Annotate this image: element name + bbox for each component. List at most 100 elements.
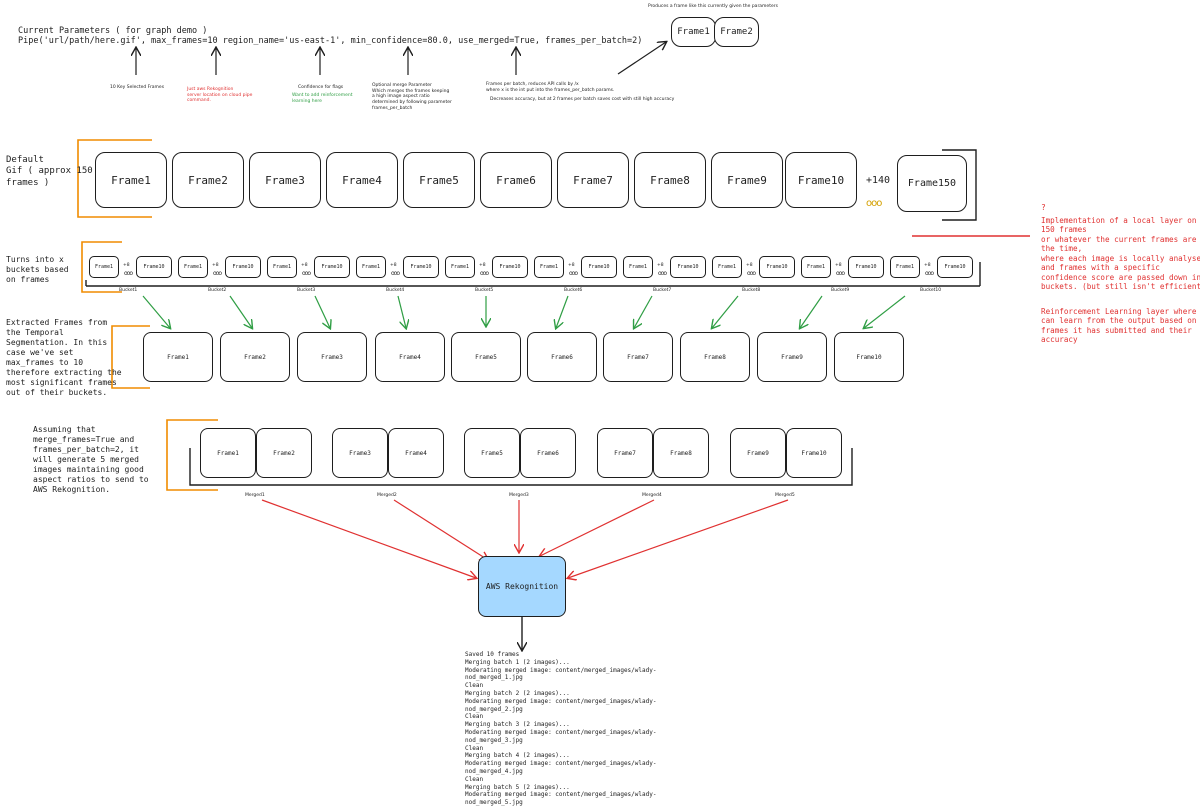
- region-note: Just aws Rekognition server location on …: [187, 87, 253, 104]
- bucket-last-frame: Frame10: [670, 256, 706, 278]
- bucket-label: Bucket8: [742, 288, 761, 293]
- log-line: Moderating merged image: content/merged_…: [465, 760, 657, 768]
- extracted-frame: Frame8: [680, 332, 750, 382]
- merged-frame: Frame10: [786, 428, 842, 478]
- side-note-local-layer: Implementation of a local layer on all 1…: [1041, 216, 1200, 292]
- log-line: Merging batch 2 (2 images)...: [465, 690, 570, 697]
- merged-to-rekognition-arrows: [261, 499, 789, 578]
- bucket-first-frame: Frame1: [445, 256, 475, 278]
- bucket-label: Bucket9: [831, 288, 850, 293]
- bucket-plus-count: +8: [390, 263, 397, 268]
- merge-note: Optional merge Parameter Which merges th…: [372, 83, 452, 111]
- bucket-plus-count: +8: [123, 263, 130, 268]
- bucket-arrow: [314, 295, 330, 328]
- merged-frame: Frame8: [653, 428, 709, 478]
- bucket-dots: ooo: [925, 270, 934, 277]
- bucket-first-frame: Frame1: [178, 256, 208, 278]
- extracted-frame: Frame4: [375, 332, 445, 382]
- merged-arrow: [261, 499, 476, 578]
- merged-arrow: [393, 499, 488, 560]
- extracted-frame: Frame5: [451, 332, 521, 382]
- bucket-dots: ooo: [569, 270, 578, 277]
- bucket-arrow: [634, 295, 653, 328]
- merged-label: Merged4: [642, 493, 662, 498]
- container-brackets: [85, 149, 981, 486]
- log-line: Clean: [465, 713, 484, 721]
- log-line: Clean: [465, 775, 484, 783]
- bucket-plus-count: +8: [301, 263, 308, 268]
- merged-arrow: [568, 499, 789, 578]
- bucket-plus-count: +8: [479, 263, 486, 268]
- log-line: Saved 10 frames: [465, 651, 520, 658]
- bucket-arrow: [864, 295, 906, 328]
- gif-frame-150: Frame150: [897, 155, 967, 212]
- gif-frame: Frame1: [95, 152, 167, 208]
- bucket-dots: ooo: [480, 270, 489, 277]
- gif-frame: Frame3: [249, 152, 321, 208]
- extracted-label: Extracted Frames from the Temporal Segme…: [6, 318, 122, 397]
- bucket-arrow: [800, 295, 823, 328]
- bucket-arrow: [556, 295, 569, 328]
- log-line: Moderating merged image: content/merged_…: [465, 666, 657, 674]
- merged-label: Merged1: [245, 493, 265, 498]
- max-frames-note: 10 Key Selected Frames: [110, 85, 165, 90]
- log-line: Clean: [465, 744, 484, 752]
- bucket-first-frame: Frame1: [712, 256, 742, 278]
- merged-label: Merged2: [377, 493, 397, 498]
- gif-frame: Frame7: [557, 152, 629, 208]
- log-line: Moderating merged image: content/merged_…: [465, 697, 657, 705]
- confidence-note: Confidence for flags: [298, 85, 344, 90]
- gif-frame: Frame9: [711, 152, 783, 208]
- log-line: Merging batch 4 (2 images)...: [465, 752, 570, 760]
- extracted-frame: Frame3: [297, 332, 367, 382]
- merged-frame: Frame5: [464, 428, 520, 478]
- merged-label: Merged3: [509, 493, 529, 498]
- bucket-label: Bucket2: [208, 288, 227, 293]
- log-line: nod_merged_3.jpg: [465, 736, 523, 744]
- log-line: Merging batch 3 (2 images)...: [465, 721, 570, 729]
- bucket-label: Bucket10: [920, 288, 942, 293]
- merged-frame: Frame9: [730, 428, 786, 478]
- bucket-arrow: [712, 295, 739, 328]
- merged-frame: Frame7: [597, 428, 653, 478]
- log-line: nod_merged_5.jpg: [465, 799, 523, 807]
- gif-frame: Frame10: [785, 152, 857, 208]
- produces-note: Produces a frame like this currently giv…: [648, 4, 778, 9]
- side-note-rl-layer: Reinforcement Learning layer where it ca…: [1041, 307, 1197, 345]
- gif-more-count: +140: [866, 175, 891, 186]
- merged-frame: Frame3: [332, 428, 388, 478]
- bucket-arrow: [142, 295, 170, 328]
- bucket-label: Bucket3: [297, 288, 316, 293]
- log-line: nod_merged_4.jpg: [465, 768, 523, 775]
- bucket-plus-count: +8: [924, 263, 931, 268]
- parameters-code: Pipe('url/path/here.gif', max_frames=10 …: [18, 36, 643, 46]
- log-line: Merging batch 5 (2 images)...: [465, 783, 570, 791]
- buckets-label: Turns into x buckets based on frames: [6, 255, 69, 284]
- bucket-plus-count: +8: [212, 263, 219, 268]
- log-line: Clean: [465, 682, 484, 690]
- section-brackets: [77, 139, 218, 491]
- merged-frame: Frame1: [200, 428, 256, 478]
- aws-rekognition-node: AWS Rekognition: [478, 556, 566, 617]
- bucket-dots: ooo: [836, 270, 845, 277]
- bucket-dots: ooo: [658, 270, 667, 277]
- extracted-frame: Frame9: [757, 332, 827, 382]
- bucket-last-frame: Frame10: [492, 256, 528, 278]
- batch-note: Frames per batch, reduces API calls by /…: [486, 82, 615, 93]
- log-line: nod_merged_2.jpg: [465, 705, 523, 713]
- extracted-frame: Frame2: [220, 332, 290, 382]
- log-line: Moderating merged image: content/merged_…: [465, 729, 657, 736]
- bucket-dots: ooo: [747, 270, 756, 277]
- example-frame-2: Frame2: [714, 17, 759, 47]
- merged-frame: Frame4: [388, 428, 444, 478]
- example-frame-1: Frame1: [671, 17, 716, 47]
- extracted-frame: Frame10: [834, 332, 904, 382]
- merged-label: Merged5: [775, 493, 795, 498]
- bucket-plus-count: +8: [657, 263, 664, 268]
- bucket-plus-count: +8: [746, 263, 753, 268]
- bucket-first-frame: Frame1: [534, 256, 564, 278]
- extracted-frame: Frame7: [603, 332, 673, 382]
- confidence-rl-note: Want to add reinforcement learning here: [292, 93, 353, 104]
- bucket-first-frame: Frame1: [801, 256, 831, 278]
